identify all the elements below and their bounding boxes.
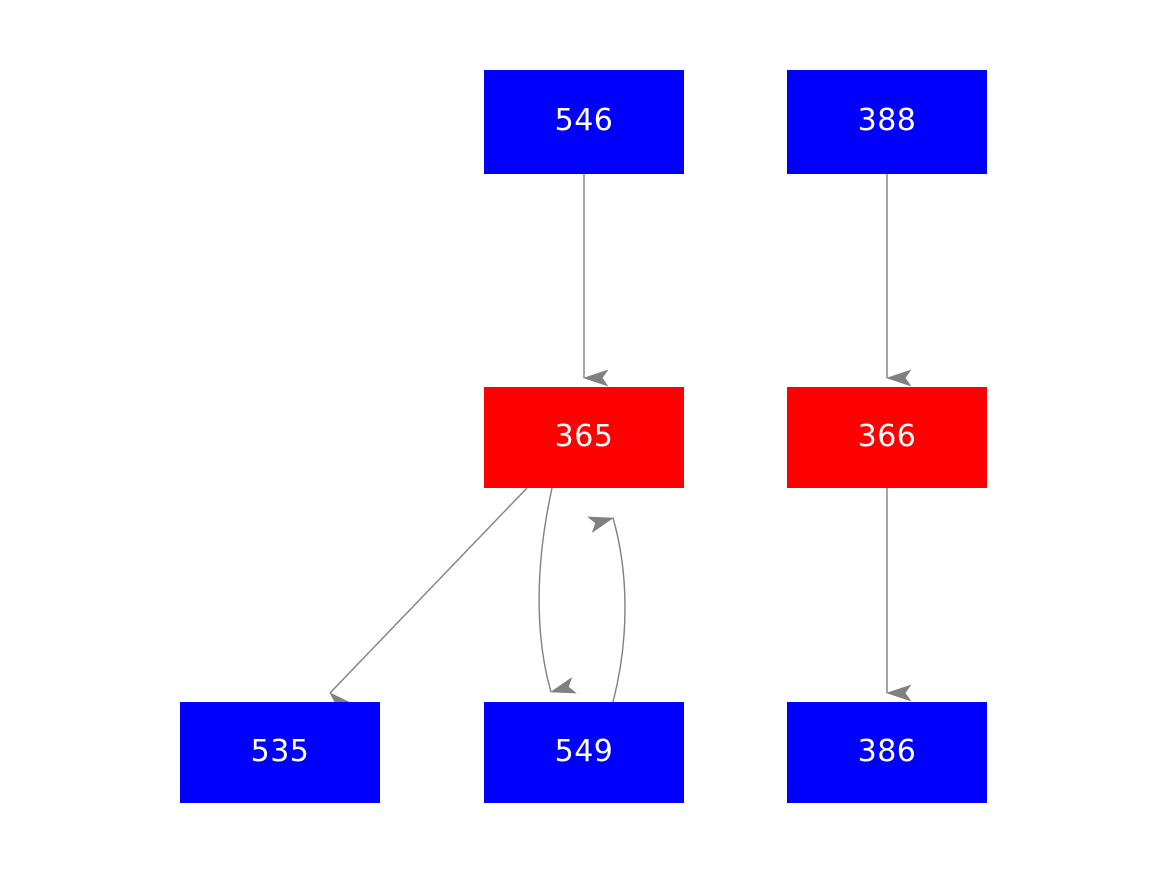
node-365[interactable]: 365 (484, 387, 684, 488)
node-label: 546 (554, 103, 614, 138)
node-546[interactable]: 546 (484, 70, 684, 174)
node-549[interactable]: 549 (484, 702, 684, 803)
node-label: 535 (250, 733, 310, 769)
node-label: 549 (554, 733, 614, 769)
edge-365-to-535 (329, 487, 528, 717)
edge-549-to-365 (587, 516, 626, 703)
node-label: 365 (554, 418, 614, 454)
node-label: 366 (857, 418, 917, 454)
node-label: 386 (857, 733, 917, 769)
node-535[interactable]: 535 (180, 702, 380, 803)
node-label: 388 (857, 103, 917, 138)
node-366[interactable]: 366 (787, 387, 987, 488)
node-388[interactable]: 388 (787, 70, 987, 174)
node-386[interactable]: 386 (787, 702, 987, 803)
edge-365-to-549 (538, 487, 577, 694)
